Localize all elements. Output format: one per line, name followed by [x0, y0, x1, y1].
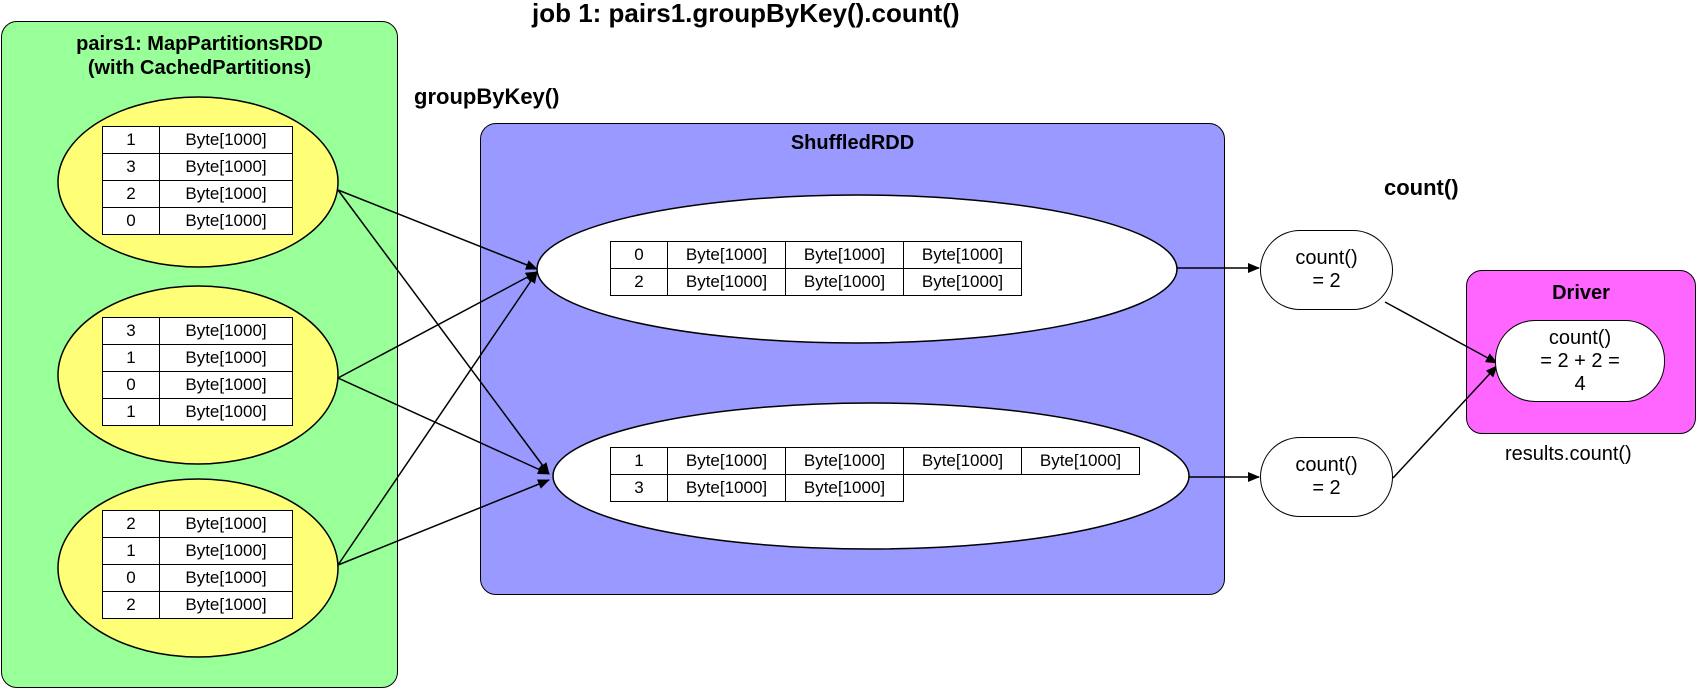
partial-count-node-1: count() = 2	[1260, 437, 1393, 517]
table-row: 1 Byte[1000] Byte[1000] Byte[1000] Byte[…	[610, 447, 1140, 475]
value-cell: Byte[1000]	[159, 126, 293, 154]
table-row: 2 Byte[1000] Byte[1000] Byte[1000]	[610, 268, 1022, 296]
value-cell: Byte[1000]	[159, 564, 293, 592]
value-cell: Byte[1000]	[785, 268, 904, 296]
driver-result-line1: count()	[1548, 326, 1612, 349]
value-cell: Byte[1000]	[159, 207, 293, 235]
key-cell: 0	[102, 207, 160, 235]
job-title: job 1: pairs1.groupByKey().count()	[532, 0, 960, 28]
value-cell: Byte[1000]	[159, 153, 293, 181]
driver-result-node: count() = 2 + 2 = 4	[1495, 320, 1665, 402]
partial-count-line2: = 2	[1312, 477, 1341, 499]
value-cell: Byte[1000]	[667, 268, 786, 296]
source-rdd-title: pairs1: MapPartitionsRDD (with CachedPar…	[2, 32, 397, 80]
key-cell: 1	[102, 398, 160, 426]
table-row: 3 Byte[1000] Byte[1000]	[610, 474, 1140, 502]
shuffled-partition-table-0: 0 Byte[1000] Byte[1000] Byte[1000] 2 Byt…	[610, 241, 1022, 296]
value-cell: Byte[1000]	[667, 447, 786, 475]
value-cell: Byte[1000]	[159, 510, 293, 538]
key-cell: 1	[102, 344, 160, 372]
empty-cell	[904, 475, 1022, 502]
value-cell: Byte[1000]	[1021, 447, 1140, 475]
key-cell: 3	[610, 474, 668, 502]
value-cell: Byte[1000]	[159, 591, 293, 619]
empty-cell	[1022, 475, 1140, 502]
value-cell: Byte[1000]	[903, 447, 1022, 475]
driver-caption: results.count()	[1505, 443, 1632, 465]
key-cell: 1	[610, 447, 668, 475]
partial-count-line1: count()	[1295, 247, 1358, 269]
value-cell: Byte[1000]	[785, 474, 904, 502]
value-cell: Byte[1000]	[667, 474, 786, 502]
key-cell: 0	[102, 371, 160, 399]
partial-count-line2: = 2	[1312, 270, 1341, 292]
value-cell: Byte[1000]	[785, 241, 904, 269]
table-row: 0 Byte[1000] Byte[1000] Byte[1000]	[610, 241, 1022, 269]
key-cell: 0	[610, 241, 668, 269]
count-label: count()	[1384, 175, 1459, 200]
key-cell: 2	[610, 268, 668, 296]
value-cell: Byte[1000]	[903, 268, 1022, 296]
driver-result-line3: 4	[1574, 372, 1586, 395]
key-cell: 3	[102, 153, 160, 181]
partial-count-node-0: count() = 2	[1260, 230, 1393, 310]
value-cell: Byte[1000]	[159, 371, 293, 399]
value-cell: Byte[1000]	[159, 537, 293, 565]
source-rdd-title-line2: (with CachedPartitions)	[87, 57, 312, 79]
key-cell: 1	[102, 126, 160, 154]
partial-count-line1: count()	[1295, 454, 1358, 476]
shuffled-rdd-title: ShuffledRDD	[790, 132, 915, 154]
value-cell: Byte[1000]	[159, 317, 293, 345]
groupbykey-label: groupByKey()	[414, 84, 560, 109]
driver-result-line2: = 2 + 2 =	[1540, 349, 1620, 372]
value-cell: Byte[1000]	[903, 241, 1022, 269]
value-cell: Byte[1000]	[159, 398, 293, 426]
key-cell: 2	[102, 180, 160, 208]
shuffled-partition-table-1: 1 Byte[1000] Byte[1000] Byte[1000] Byte[…	[610, 447, 1140, 502]
shuffled-rdd-container: ShuffledRDD	[480, 123, 1225, 595]
value-cell: Byte[1000]	[159, 180, 293, 208]
key-cell: 1	[102, 537, 160, 565]
key-cell: 0	[102, 564, 160, 592]
value-cell: Byte[1000]	[785, 447, 904, 475]
driver-title: Driver	[1552, 282, 1610, 304]
value-cell: Byte[1000]	[667, 241, 786, 269]
key-cell: 2	[102, 591, 160, 619]
key-cell: 3	[102, 317, 160, 345]
source-rdd-title-line1: pairs1: MapPartitionsRDD	[76, 33, 323, 55]
value-cell: Byte[1000]	[159, 344, 293, 372]
key-cell: 2	[102, 510, 160, 538]
